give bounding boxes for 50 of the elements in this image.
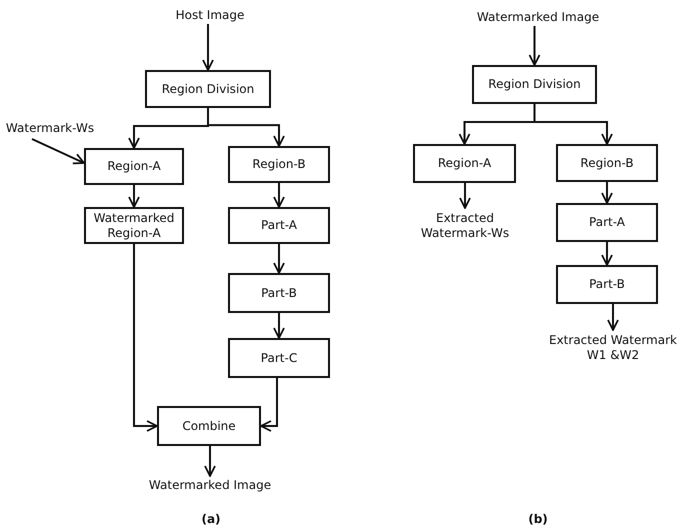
process-box [556,203,658,242]
process-box [228,338,330,378]
process-box [84,207,184,244]
arrow [534,104,613,145]
box-label: Part-A [261,218,297,233]
flow-text: Watermarked Image [476,10,600,24]
box-label: Part-B [589,277,625,292]
flow-text: Extracted Watermark-Ws [420,211,510,241]
process-box [228,146,330,183]
box-label: Region-A [438,156,492,171]
arrow [273,183,285,208]
arrow [32,138,85,164]
process-box [556,265,658,304]
process-box [556,144,658,182]
box-label: Region Division [488,77,581,92]
arrow [607,304,619,331]
flow-text: Host Image [176,8,244,22]
process-box [84,148,184,185]
arrow [260,378,278,432]
arrow [601,242,613,266]
process-box [228,273,330,313]
box-label: Region Division [162,82,254,96]
process-box [413,144,516,183]
process-box [228,207,330,244]
arrow [207,108,285,147]
box-label: Region-A [107,159,161,174]
flow-text: Watermark-Ws [6,120,94,136]
arrow [528,26,540,66]
process-box [145,70,271,108]
arrow [204,446,216,477]
flow-text: Watermarked Image [148,478,272,492]
box-label: Region-B [580,156,634,170]
process-box [157,406,261,446]
arrow [601,182,613,204]
panel-label: (b) [528,512,548,526]
box-label: Watermarked Region-A [92,210,176,240]
arrow [459,183,471,209]
arrow [273,244,285,274]
panel-label: (a) [201,512,221,526]
flow-text: Extracted Watermark W1 &W2 [548,333,678,363]
arrow [133,244,158,432]
arrow [128,185,140,208]
box-label: Part-A [589,215,625,230]
box-label: Region-B [252,157,306,172]
process-box [472,65,597,104]
box-label: Part-C [260,350,298,366]
box-label: Combine [182,418,236,434]
box-label: Part-B [261,286,297,300]
arrow [273,313,285,339]
arrow [202,24,214,71]
